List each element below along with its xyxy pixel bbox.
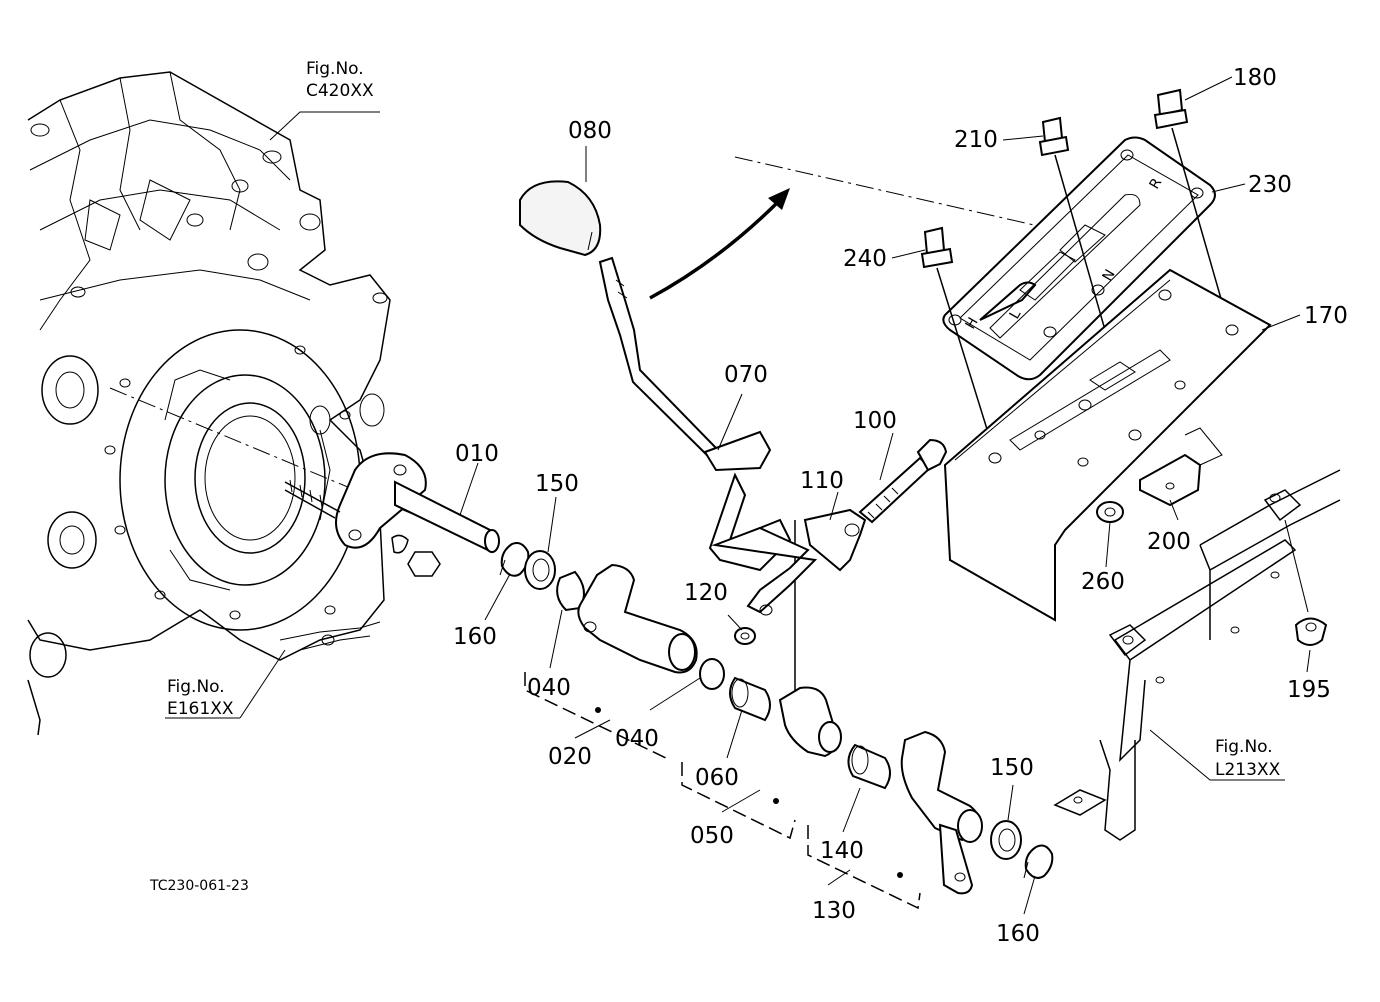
snap-ring-160-right — [1023, 844, 1054, 879]
figure-ref-e161: Fig.No. E161XX — [167, 677, 234, 719]
drawing-code: TC230-061-23 — [149, 878, 249, 894]
svg-text:E161XX: E161XX — [167, 699, 234, 719]
label-160-right: 160 — [996, 921, 1040, 947]
shift-arm-130 — [900, 730, 983, 895]
label-120: 120 — [684, 580, 728, 606]
label-140: 140 — [820, 838, 864, 864]
label-040-right: 040 — [615, 726, 659, 752]
label-050: 050 — [690, 823, 734, 849]
shift-guide-plate-230 — [942, 136, 1216, 381]
label-040-left: 040 — [527, 675, 571, 701]
svg-text:Fig.No.: Fig.No. — [167, 677, 225, 697]
label-110: 110 — [800, 468, 844, 494]
part-labels: 080 070 100 110 120 010 150 160 040 020 … — [453, 65, 1348, 947]
pin-110 — [803, 508, 867, 572]
figure-ref-l213: Fig.No. L213XX — [1215, 737, 1281, 780]
label-230: 230 — [1248, 172, 1292, 198]
svg-text:Fig.No.: Fig.No. — [1215, 737, 1273, 757]
svg-text:C420XX: C420XX — [306, 81, 374, 101]
svg-text:L213XX: L213XX — [1215, 760, 1281, 780]
collar-060 — [729, 676, 771, 722]
label-100: 100 — [853, 408, 897, 434]
svg-text:Fig.No.: Fig.No. — [306, 59, 364, 79]
transmission-housing — [27, 71, 391, 736]
label-130: 130 — [812, 898, 856, 924]
frame-bracket — [1053, 469, 1341, 841]
label-240: 240 — [843, 246, 887, 272]
label-020: 020 — [548, 744, 592, 770]
washer-150-left — [524, 550, 556, 590]
shift-lever-070 — [598, 256, 818, 616]
figure-ref-c420: Fig.No. C420XX — [306, 59, 374, 101]
shift-arm-020 — [577, 563, 698, 674]
collar-140 — [847, 743, 891, 790]
motion-arrow — [649, 198, 782, 300]
bolt-100 — [858, 438, 948, 524]
label-150-right: 150 — [990, 755, 1034, 781]
grommet-195 — [1294, 617, 1328, 646]
label-210: 210 — [954, 127, 998, 153]
leader-lines — [165, 76, 1311, 915]
bolt-240 — [920, 226, 996, 456]
label-260: 260 — [1081, 569, 1125, 595]
label-010: 010 — [455, 441, 499, 467]
lever-bracket-170 — [943, 268, 1272, 622]
knob-080 — [519, 180, 602, 257]
label-060: 060 — [695, 765, 739, 791]
assembly-brackets — [524, 672, 921, 910]
shift-shaft-010 — [109, 387, 500, 577]
label-150-left: 150 — [535, 471, 579, 497]
stopper-200 — [1139, 427, 1223, 507]
motion-arrowhead — [768, 188, 790, 210]
label-160-left: 160 — [453, 624, 497, 650]
bolt-180 — [1153, 88, 1231, 331]
nut-120 — [734, 627, 756, 645]
label-080: 080 — [568, 118, 612, 144]
bushing-040-b — [699, 658, 725, 690]
washer-150-right — [990, 820, 1022, 860]
label-170: 170 — [1304, 303, 1348, 329]
label-195: 195 — [1287, 677, 1331, 703]
grommet-260 — [1096, 501, 1124, 523]
shift-arm-050 — [778, 520, 842, 758]
label-180: 180 — [1233, 65, 1277, 91]
label-070: 070 — [724, 362, 768, 388]
snap-ring-160-left — [499, 542, 530, 577]
label-200: 200 — [1147, 529, 1191, 555]
